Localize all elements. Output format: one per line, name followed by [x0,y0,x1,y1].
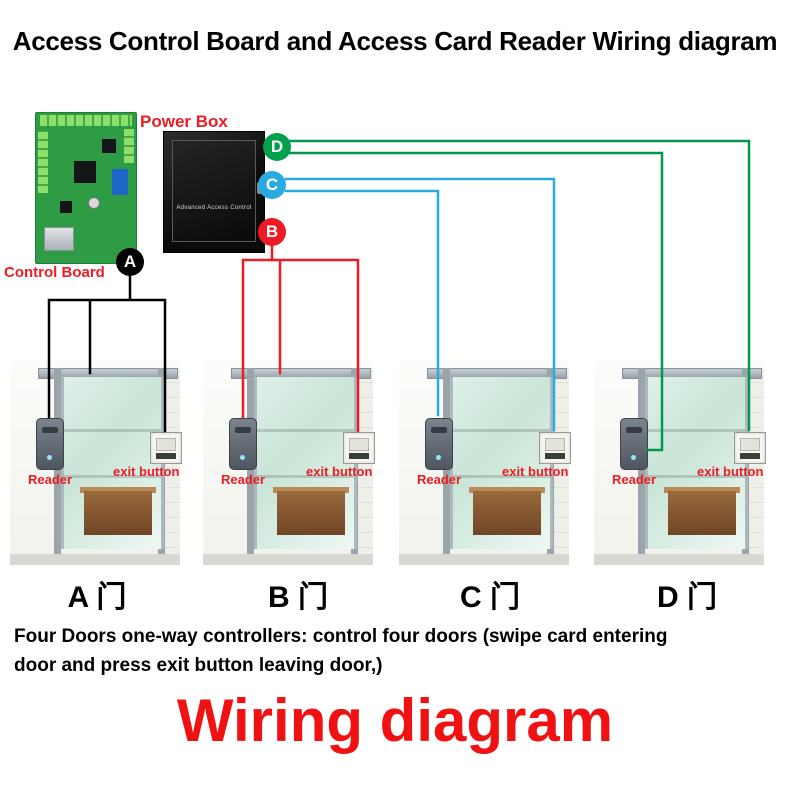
wooden-desk [668,491,736,535]
pcb-relay [112,169,128,195]
card-reader-slot [431,427,447,433]
card-reader-slot [626,427,642,433]
exit-button-face [349,438,369,451]
glass-door [450,377,553,549]
page-title: Access Control Board and Access Card Rea… [12,26,778,56]
exit-button-bar [156,453,176,459]
card-reader-led [240,455,245,460]
floor [594,554,764,565]
pcb-chip [102,139,116,153]
exit-button-device [539,432,571,464]
exit-button-device [734,432,766,464]
control-board-image [35,112,137,264]
reader-label: Reader [27,472,73,487]
control-board-label: Control Board [4,264,105,281]
wooden-desk [84,491,152,535]
exit-button-label: exit button [502,464,569,479]
wooden-desk [277,491,345,535]
card-reader-slot [235,427,251,433]
door-name-b: B 门 [268,581,328,614]
badge-a: A [116,248,144,276]
exit-button-device [343,432,375,464]
door-name-c: C 门 [460,581,520,614]
power-box-image: Advanced Access Control [163,131,265,253]
glass-mullion [648,475,745,478]
reader-label: Reader [611,472,657,487]
power-box-label: Power Box [140,112,228,131]
power-box-door-panel: Advanced Access Control [172,140,256,242]
floor [203,554,373,565]
door-photo-d: Reader exit button [594,360,766,565]
floor [399,554,569,565]
exit-button-label: exit button [697,464,764,479]
card-reader-device [229,418,257,470]
description-line-2: door and press exit button leaving door,… [14,655,383,677]
glass-door [61,377,164,549]
reader-label: Reader [416,472,462,487]
pcb-terminal-strip [38,131,48,193]
description-line-1: Four Doors one-way controllers: control … [14,626,668,647]
badge-d: D [263,133,291,161]
pcb-chip [60,201,72,213]
glass-mullion [257,475,354,478]
wooden-desk [469,487,545,493]
wooden-desk [80,487,156,493]
pcb-chip [74,161,96,183]
door-photo-a: Reader exit button [10,360,182,565]
exit-button-bar [545,453,565,459]
glass-mullion [453,429,550,432]
exit-button-label: exit button [306,464,373,479]
pcb-ethernet-port [44,227,74,251]
card-reader-led [47,455,52,460]
door-photo-b: Reader exit button [203,360,375,565]
pcb-capacitor [88,197,100,209]
wooden-desk [664,487,740,493]
description-text: Four Doors one-way controllers: control … [14,622,780,681]
glass-mullion [257,429,354,432]
exit-button-bar [349,453,369,459]
pcb-terminal-strip [40,115,132,126]
pcb-terminal-strip [124,129,134,163]
card-reader-device [620,418,648,470]
badge-c: C [258,171,286,199]
glass-mullion [453,475,550,478]
glass-mullion [64,429,161,432]
power-box-brand-text: Advanced Access Control [176,205,252,211]
exit-button-bar [740,453,760,459]
glass-door [254,377,357,549]
wooden-desk [473,491,541,535]
badge-b: B [258,218,286,246]
wooden-desk [273,487,349,493]
door-name-d: D 门 [657,581,717,614]
exit-button-face [545,438,565,451]
glass-mullion [64,475,161,478]
card-reader-device [425,418,453,470]
card-reader-slot [42,427,58,433]
exit-button-face [156,438,176,451]
card-reader-led [631,455,636,460]
glass-door [645,377,748,549]
reader-label: Reader [220,472,266,487]
exit-button-label: exit button [113,464,180,479]
glass-mullion [648,429,745,432]
door-name-a: A 门 [67,581,127,614]
exit-button-face [740,438,760,451]
floor [10,554,180,565]
card-reader-led [436,455,441,460]
footer-title: Wiring diagram [176,687,614,754]
exit-button-device [150,432,182,464]
card-reader-device [36,418,64,470]
door-photo-c: Reader exit button [399,360,571,565]
